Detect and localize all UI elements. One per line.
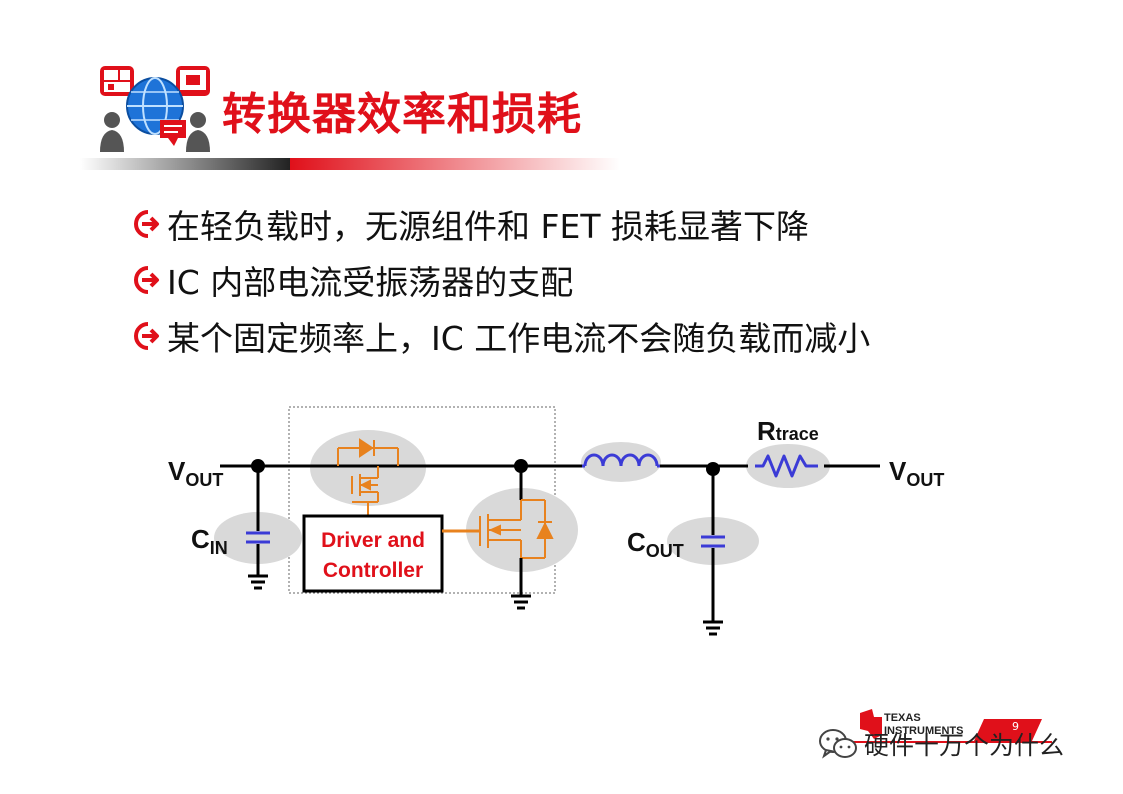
cin-loss-ellipse	[214, 512, 302, 564]
buck-converter-schematic: Driver and Controller VOUT CIN COUT Rtra…	[168, 406, 944, 636]
vout-right-subscript: OUT	[906, 470, 944, 490]
bullet-item: 在轻负载时，无源组件和 FET 损耗显著下降	[133, 196, 870, 252]
title-underline	[80, 158, 620, 170]
cin-label: C	[191, 524, 210, 554]
slide-title: 转换器效率和损耗	[222, 89, 582, 140]
ic-boundary	[288, 406, 556, 594]
high-side-fet-ellipse	[310, 430, 426, 506]
rtrace-label: R	[757, 416, 776, 446]
bullet-item: 某个固定频率上，IC 工作电流不会随负载而减小	[133, 308, 870, 364]
vout-left-subscript: OUT	[185, 470, 223, 490]
logo-text-line2: INSTRUMENTS	[884, 725, 963, 737]
cout-subscript: OUT	[646, 541, 684, 561]
svg-text:VOUT: VOUT	[889, 456, 944, 490]
driver-controller-block	[302, 514, 444, 593]
watermark: 硬件十万个为什么	[818, 726, 1064, 762]
circled-arrow-right-icon	[134, 210, 159, 238]
circled-arrow-right-icon	[134, 322, 159, 350]
ground-symbol	[511, 594, 531, 610]
wechat-icon	[819, 729, 857, 759]
page-number: 9	[1012, 720, 1019, 733]
svg-text:VOUT: VOUT	[168, 456, 223, 490]
driver-label-line1: Driver and	[321, 529, 425, 552]
ti-texas-logo-icon: TEXAS INSTRUMENTS	[852, 709, 1052, 743]
bullet-text: 在轻负载时，无源组件和 FET 损耗显著下降	[167, 207, 809, 246]
svg-text:Rtrace: Rtrace	[757, 416, 819, 446]
inductor	[583, 453, 659, 467]
bullet-item: IC 内部电流受振荡器的支配	[133, 252, 870, 308]
team-network-globe-icon	[100, 66, 210, 152]
vout-right-label: V	[889, 456, 907, 486]
driver-label-line2: Controller	[323, 559, 423, 582]
svg-text:COUT: COUT	[627, 527, 684, 561]
ground-symbol	[248, 574, 268, 590]
cin-subscript: IN	[210, 538, 228, 558]
low-side-fet	[479, 499, 554, 559]
svg-text:CIN: CIN	[191, 524, 228, 558]
cout-loss-ellipse	[667, 517, 759, 565]
ground-symbol	[703, 620, 723, 636]
high-side-fet	[337, 438, 399, 516]
low-side-fet-ellipse	[466, 488, 578, 572]
circled-arrow-right-icon	[134, 266, 159, 294]
bullet-text: IC 内部电流受振荡器的支配	[167, 263, 574, 302]
bullet-list: 在轻负载时，无源组件和 FET 损耗显著下降 IC 内部电流受振荡器的支配 某个…	[133, 196, 870, 364]
cout-label: C	[627, 527, 646, 557]
logo-text-line1: TEXAS	[884, 712, 921, 724]
rtrace-subscript: trace	[776, 424, 819, 444]
bullet-text: 某个固定频率上，IC 工作电流不会随负载而减小	[167, 319, 871, 358]
trace-resistor	[755, 454, 818, 478]
watermark-text: 硬件十万个为什么	[864, 731, 1065, 760]
vout-left-label: V	[168, 456, 186, 486]
